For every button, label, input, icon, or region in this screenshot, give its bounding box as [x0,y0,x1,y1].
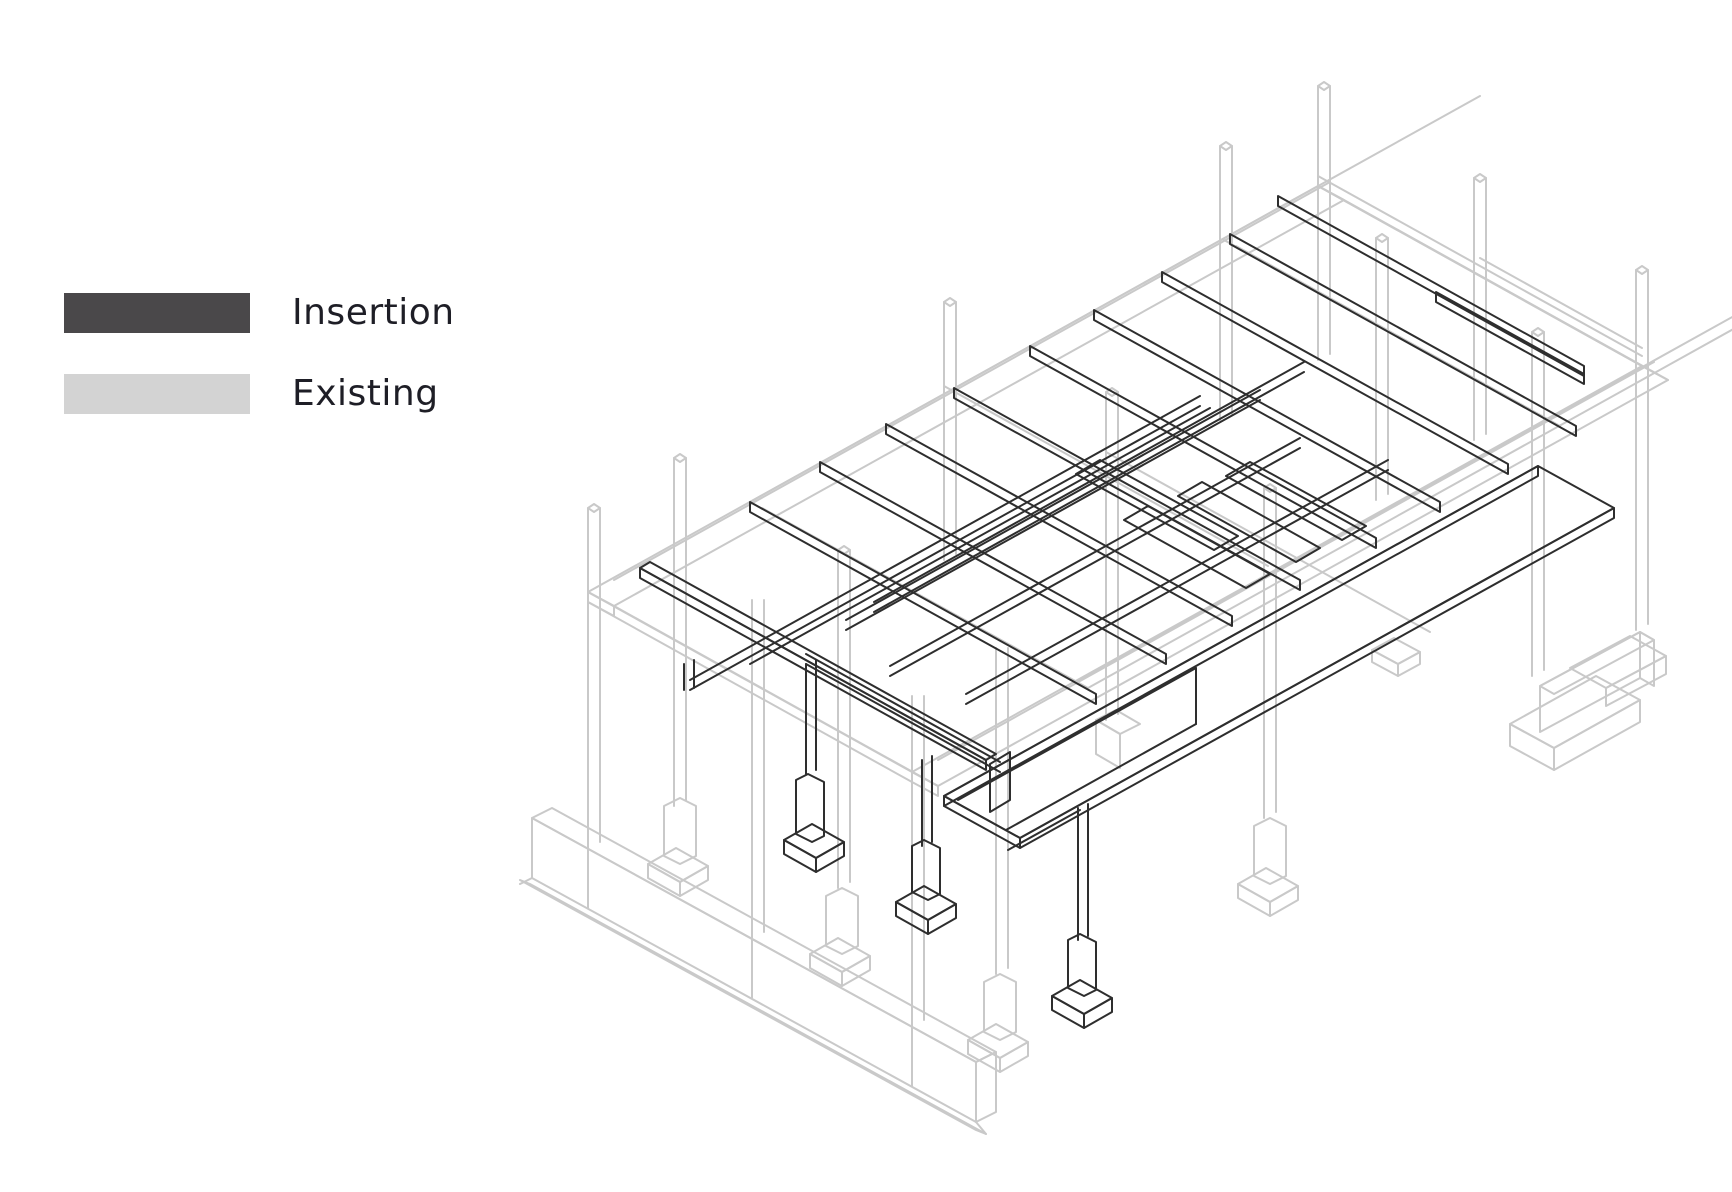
legend-item-insertion: Insertion [64,292,455,333]
existing-side-footings [1509,631,1667,771]
legend-item-existing: Existing [64,373,439,414]
legend-swatch-existing [64,373,250,414]
insertion-roof-rafters [639,195,1585,771]
existing-columns [587,81,1649,1027]
existing-pad-footings [647,637,1421,1073]
insertion-posts [683,659,1113,1029]
insertion-structure [639,195,1615,1029]
legend-swatch-insertion [64,292,250,333]
insertion-lower-deck [689,361,1615,851]
existing-structure [519,81,1732,1135]
existing-strip-footing [519,807,997,1135]
legend-label-existing: Existing [292,373,439,414]
legend-label-insertion: Insertion [292,292,455,333]
